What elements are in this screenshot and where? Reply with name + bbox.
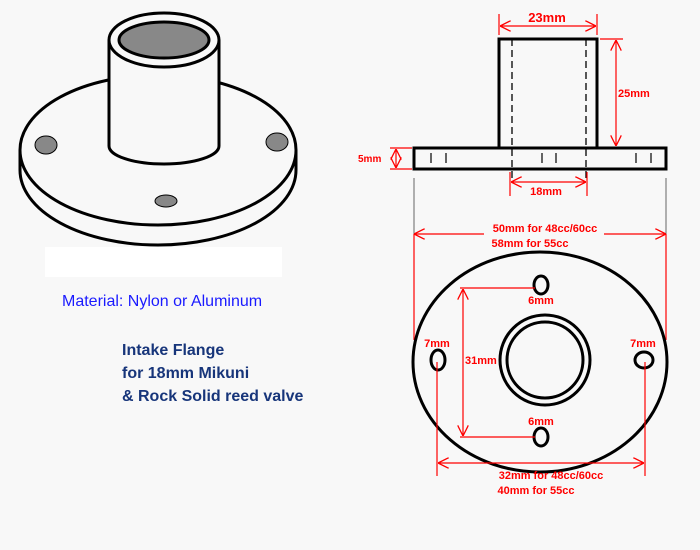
material-note: Material: Nylon or Aluminum	[62, 293, 262, 310]
hole-top	[532, 274, 550, 296]
mount-hole	[265, 132, 289, 152]
white-patch	[45, 247, 282, 277]
hole-bottom	[532, 426, 550, 448]
dim-flange-thickness: 5mm	[358, 154, 381, 165]
mount-hole	[154, 194, 178, 208]
dim-left-hole: 7mm	[424, 338, 450, 350]
title-line-1: Intake Flange	[122, 342, 224, 359]
hole-left	[429, 348, 447, 372]
title-line-2: for 18mm Mikuni	[122, 365, 249, 382]
dim-outer-diameter-2: 58mm for 55cc	[491, 238, 568, 250]
dim-tube-height: 25mm	[618, 88, 650, 100]
dim-horizontal-spacing-2: 40mm for 55cc	[497, 485, 574, 497]
flange-tick-marks	[430, 153, 652, 163]
dim-outer-diameter-1: 50mm for 48cc/60cc	[493, 223, 598, 235]
flange-outline	[411, 250, 669, 474]
side-tube	[497, 37, 599, 150]
dim-vertical-spacing: 31mm	[465, 355, 497, 367]
side-flange	[412, 146, 668, 171]
hole-right	[633, 350, 655, 370]
dim-tube-diameter: 23mm	[528, 10, 566, 25]
mount-hole	[34, 135, 58, 155]
title-line-3: & Rock Solid reed valve	[122, 388, 304, 405]
tube-body	[107, 40, 221, 166]
flange-side	[18, 150, 298, 247]
side-view: 23mm 25mm 5mm 18mm	[358, 10, 668, 240]
dim-bore: 18mm	[530, 186, 562, 198]
dim-top-hole: 6mm	[528, 295, 554, 307]
tube-outer	[498, 313, 592, 407]
tube-inner	[505, 320, 585, 400]
dim-horizontal-spacing-1: 32mm for 48cc/60cc	[499, 470, 604, 482]
plan-view: 50mm for 48cc/60cc 58mm for 55cc 31mm 6m…	[411, 222, 669, 497]
tube-bore	[117, 20, 211, 60]
dim-right-hole: 7mm	[630, 338, 656, 350]
dim-bottom-hole: 6mm	[528, 416, 554, 428]
isometric-view	[18, 11, 298, 277]
label-backdrop	[484, 222, 604, 250]
